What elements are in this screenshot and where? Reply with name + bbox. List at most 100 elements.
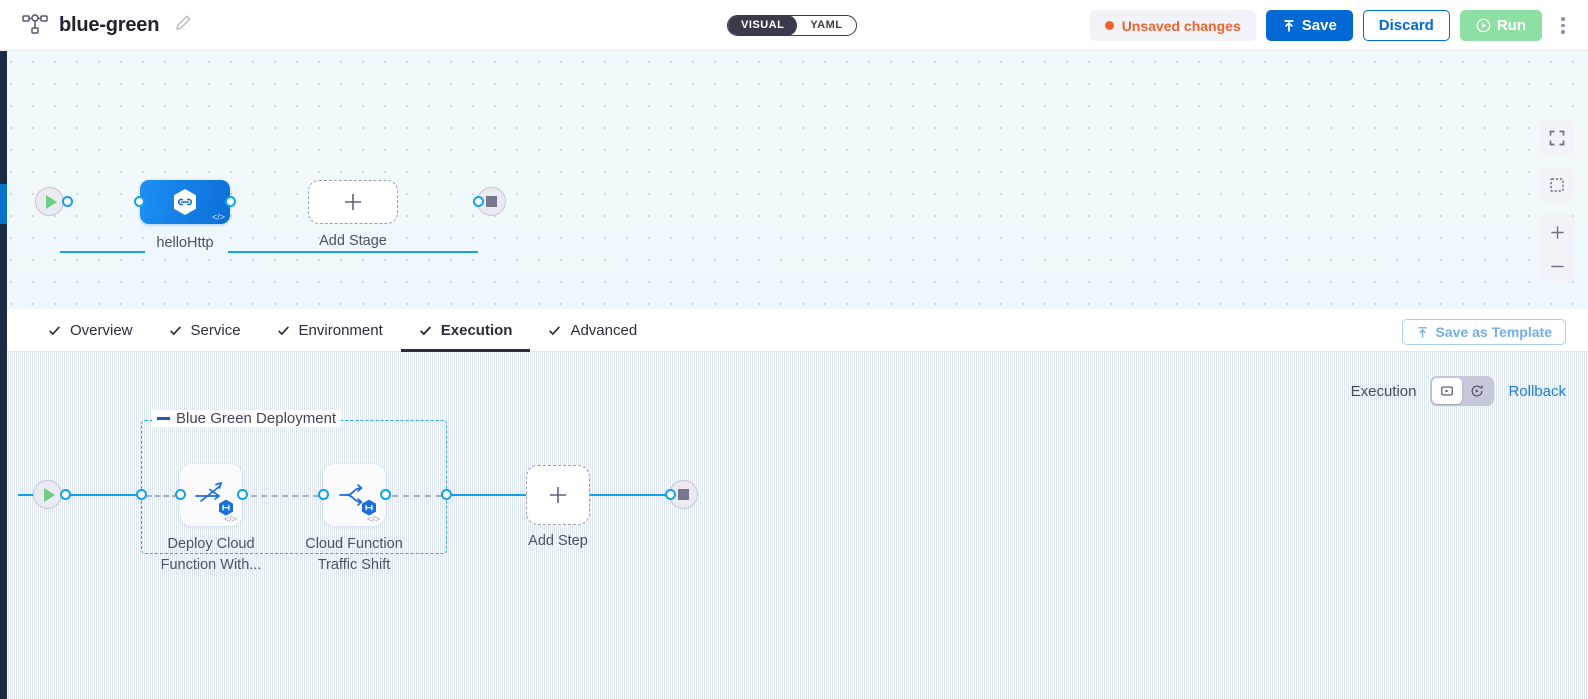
stepgroup-title: Blue Green Deployment xyxy=(152,410,342,427)
unsaved-changes-label: Unsaved changes xyxy=(1121,17,1241,34)
stage-canvas[interactable]: </> helloHttp Add Stage xyxy=(0,51,1588,309)
stepgroup-title-label: Blue Green Deployment xyxy=(176,410,337,427)
tab-list: Overview Service Environment Execution A… xyxy=(0,309,655,352)
discard-button[interactable]: Discard xyxy=(1362,10,1450,41)
stage-node-body[interactable]: </> xyxy=(140,180,230,224)
step-card-body[interactable]: </> xyxy=(180,464,242,526)
exec-start-port[interactable] xyxy=(60,489,71,500)
execution-run-icon[interactable] xyxy=(1432,378,1463,404)
app-header: blue-green VISUAL YAML Unsaved changes S… xyxy=(0,0,1588,51)
run-button-label: Run xyxy=(1496,17,1526,34)
save-button[interactable]: Save xyxy=(1265,10,1353,41)
tab-environment[interactable]: Environment xyxy=(259,309,401,352)
add-stage-node[interactable]: Add Stage xyxy=(308,180,398,249)
execution-label: Execution xyxy=(1350,382,1417,400)
unsaved-changes-badge: Unsaved changes xyxy=(1089,10,1256,41)
stage-out-port[interactable] xyxy=(225,196,236,207)
collapse-dash-icon[interactable] xyxy=(157,417,170,420)
add-step-button[interactable] xyxy=(526,465,590,525)
discard-button-label: Discard xyxy=(1378,17,1434,34)
play-start-icon xyxy=(35,187,64,216)
plus-icon xyxy=(345,194,361,210)
tab-advanced[interactable]: Advanced xyxy=(530,309,655,352)
step-node-label: Deploy Cloud Function With... xyxy=(160,536,262,573)
step-node-traffic-shift[interactable]: </> Cloud Function Traffic Shift xyxy=(305,464,403,573)
upload-arrow-icon xyxy=(1284,19,1294,31)
plus-icon xyxy=(550,487,566,503)
execution-toolbar: Execution Rollback xyxy=(1351,376,1566,406)
edge-start-to-stage xyxy=(60,251,145,254)
traffic-shift-icon xyxy=(339,484,363,506)
view-mode-visual[interactable]: VISUAL xyxy=(728,16,798,35)
stage-code-badge: </> xyxy=(211,212,225,222)
step1-in-port[interactable] xyxy=(175,489,186,500)
step-node-deploy-cloud-function[interactable]: </> Deploy Cloud Function With... xyxy=(161,464,261,573)
rollback-clock-icon[interactable] xyxy=(1462,378,1492,404)
tab-overview[interactable]: Overview xyxy=(30,309,151,352)
exec-end-port[interactable] xyxy=(665,489,676,500)
header-left: blue-green xyxy=(0,14,192,37)
tab-environment-label: Environment xyxy=(298,321,383,339)
exec-end-node[interactable] xyxy=(665,480,698,509)
check-icon xyxy=(277,325,289,335)
end-node-port[interactable] xyxy=(473,196,484,207)
step2-in-port[interactable] xyxy=(318,489,329,500)
rollback-link[interactable]: Rollback xyxy=(1508,382,1566,400)
step-card-body[interactable]: </> xyxy=(323,464,385,526)
add-step-label: Add Step xyxy=(528,533,588,549)
start-node-port[interactable] xyxy=(62,196,73,207)
page-title: blue-green xyxy=(59,13,160,36)
hexagon-badge xyxy=(362,499,376,516)
tab-execution[interactable]: Execution xyxy=(400,309,531,352)
tab-service-label: Service xyxy=(190,321,241,339)
start-node[interactable] xyxy=(35,187,73,216)
header-actions: Unsaved changes Save Discard Run xyxy=(1089,0,1574,51)
deploy-function-icon xyxy=(195,481,223,502)
unsaved-dot-icon xyxy=(1104,21,1114,30)
template-upload-icon xyxy=(1417,326,1427,338)
tab-service[interactable]: Service xyxy=(151,309,259,352)
run-button[interactable]: Run xyxy=(1459,10,1542,41)
save-button-label: Save xyxy=(1301,17,1337,34)
tab-execution-label: Execution xyxy=(440,321,513,339)
execution-mode-toggle[interactable] xyxy=(1430,376,1495,406)
canvas-controls xyxy=(1540,121,1574,283)
fit-to-screen-icon[interactable] xyxy=(1540,168,1574,202)
check-icon xyxy=(549,325,561,335)
tab-advanced-label: Advanced xyxy=(570,321,638,339)
execution-canvas[interactable]: Execution Rollback xyxy=(0,352,1588,699)
zoom-out-button[interactable] xyxy=(1540,249,1574,283)
zoom-in-button[interactable] xyxy=(1540,215,1574,249)
exec-edge-dash-3 xyxy=(392,495,442,497)
stepgroup-blue-green-deployment[interactable]: Blue Green Deployment xyxy=(141,410,447,554)
stage-in-port[interactable] xyxy=(134,196,145,207)
fullscreen-icon[interactable] xyxy=(1540,121,1574,155)
pipeline-nodes-icon xyxy=(22,14,48,36)
step2-out-port[interactable] xyxy=(380,489,391,500)
group-out-port[interactable] xyxy=(441,489,452,500)
left-rail xyxy=(0,51,7,309)
exec-start-node[interactable] xyxy=(33,480,71,509)
view-mode-yaml[interactable]: YAML xyxy=(810,19,843,31)
check-icon xyxy=(419,325,431,335)
add-stage-button[interactable] xyxy=(308,180,398,224)
exec-edge-dash-1 xyxy=(146,495,178,497)
play-start-icon xyxy=(33,480,62,509)
view-mode-toggle[interactable]: VISUAL YAML xyxy=(727,15,857,36)
hexagon-link-icon xyxy=(174,189,196,215)
step-code-badge: </> xyxy=(366,514,380,524)
add-stage-label: Add Stage xyxy=(319,233,387,249)
step1-out-port[interactable] xyxy=(237,489,248,500)
end-node[interactable] xyxy=(473,187,506,216)
pencil-icon[interactable] xyxy=(170,14,192,36)
kebab-menu-icon[interactable] xyxy=(1552,10,1574,41)
group-in-port[interactable] xyxy=(136,489,147,500)
execution-canvas-rail xyxy=(0,352,7,699)
add-step-node[interactable]: Add Step xyxy=(526,465,590,549)
save-as-template-label: Save as Template xyxy=(1435,324,1552,340)
tabbar-rail xyxy=(0,309,7,352)
play-circle-icon xyxy=(1476,18,1491,33)
save-as-template-button[interactable]: Save as Template xyxy=(1401,319,1566,345)
stage-node-hellohttp[interactable]: </> helloHttp xyxy=(134,180,236,251)
check-icon xyxy=(49,325,60,335)
